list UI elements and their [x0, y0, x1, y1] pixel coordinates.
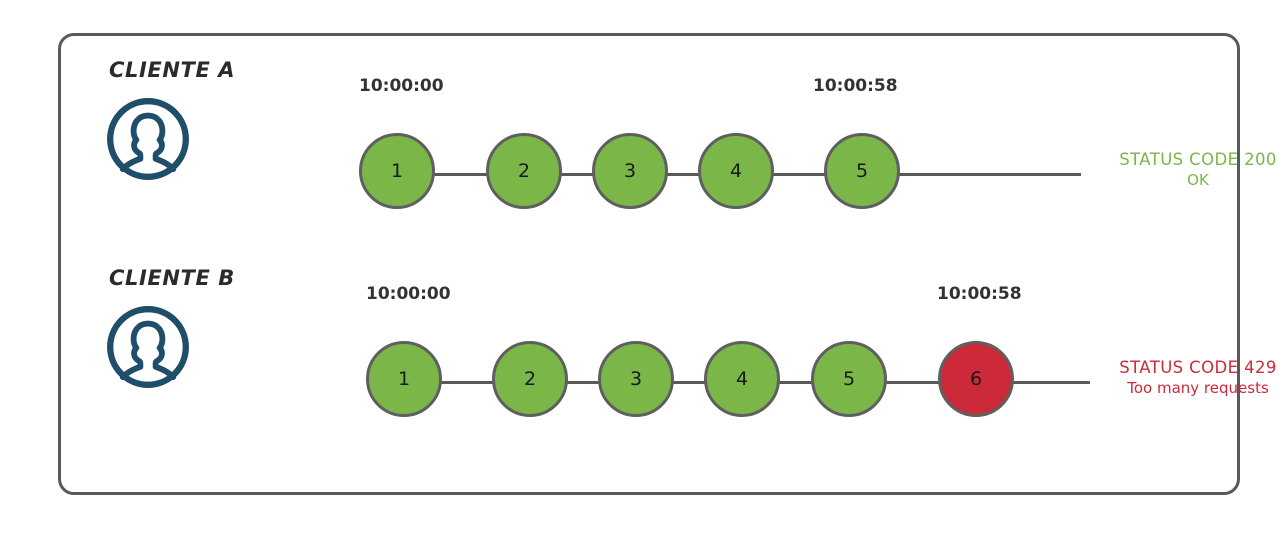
- user-avatar-icon: [107, 306, 189, 388]
- node-label: 6: [969, 368, 983, 390]
- timestamp-start-b: 10:00:00: [366, 284, 451, 304]
- timestamp-end-a: 10:00:58: [813, 76, 898, 96]
- node-label: 4: [729, 160, 743, 182]
- timestamp-start-a: 10:00:00: [359, 76, 444, 96]
- node-label: 4: [735, 368, 749, 390]
- request-node-b-3[interactable]: 3: [598, 341, 674, 417]
- request-node-a-2[interactable]: 2: [486, 133, 562, 209]
- status-message-a: STATUS CODE 200 OK: [1093, 150, 1280, 189]
- request-node-a-3[interactable]: 3: [592, 133, 668, 209]
- timeline-a: 10:00:00 10:00:58 1 2 3 4 5: [301, 58, 1237, 258]
- client-row-b: CLIENTE B 10:00:00 10:00:58 1 2 3 4 5 6 …: [61, 266, 1276, 466]
- node-label: 1: [397, 368, 411, 390]
- status-text-b: Too many requests: [1127, 378, 1269, 397]
- node-label: 2: [523, 368, 537, 390]
- timestamp-end-b: 10:00:58: [937, 284, 1022, 304]
- request-node-b-6[interactable]: 6: [938, 341, 1014, 417]
- client-identity-b: CLIENTE B: [101, 266, 291, 392]
- node-label: 5: [842, 368, 856, 390]
- client-label-b: CLIENTE B: [109, 266, 235, 290]
- request-node-a-4[interactable]: 4: [698, 133, 774, 209]
- request-node-b-5[interactable]: 5: [811, 341, 887, 417]
- status-code-b: STATUS CODE 429: [1119, 358, 1277, 377]
- node-label: 3: [629, 368, 643, 390]
- timeline-b: 10:00:00 10:00:58 1 2 3 4 5 6: [301, 266, 1237, 466]
- client-label-a: CLIENTE A: [109, 58, 236, 82]
- status-text-a: OK: [1187, 170, 1209, 189]
- user-avatar-icon: [107, 98, 189, 180]
- client-identity-a: CLIENTE A: [101, 58, 291, 184]
- client-row-a: CLIENTE A 10:00:00 10:00:58 1 2 3 4 5 ST…: [61, 58, 1276, 258]
- request-node-a-5[interactable]: 5: [824, 133, 900, 209]
- request-node-b-2[interactable]: 2: [492, 341, 568, 417]
- request-node-a-1[interactable]: 1: [359, 133, 435, 209]
- node-label: 1: [390, 160, 404, 182]
- node-label: 2: [517, 160, 531, 182]
- request-node-b-4[interactable]: 4: [704, 341, 780, 417]
- status-message-b: STATUS CODE 429 Too many requests: [1093, 358, 1280, 397]
- diagram-frame: CLIENTE A 10:00:00 10:00:58 1 2 3 4 5 ST…: [58, 33, 1276, 495]
- node-label: 3: [623, 160, 637, 182]
- request-node-b-1[interactable]: 1: [366, 341, 442, 417]
- status-code-a: STATUS CODE 200: [1119, 150, 1277, 169]
- node-label: 5: [855, 160, 869, 182]
